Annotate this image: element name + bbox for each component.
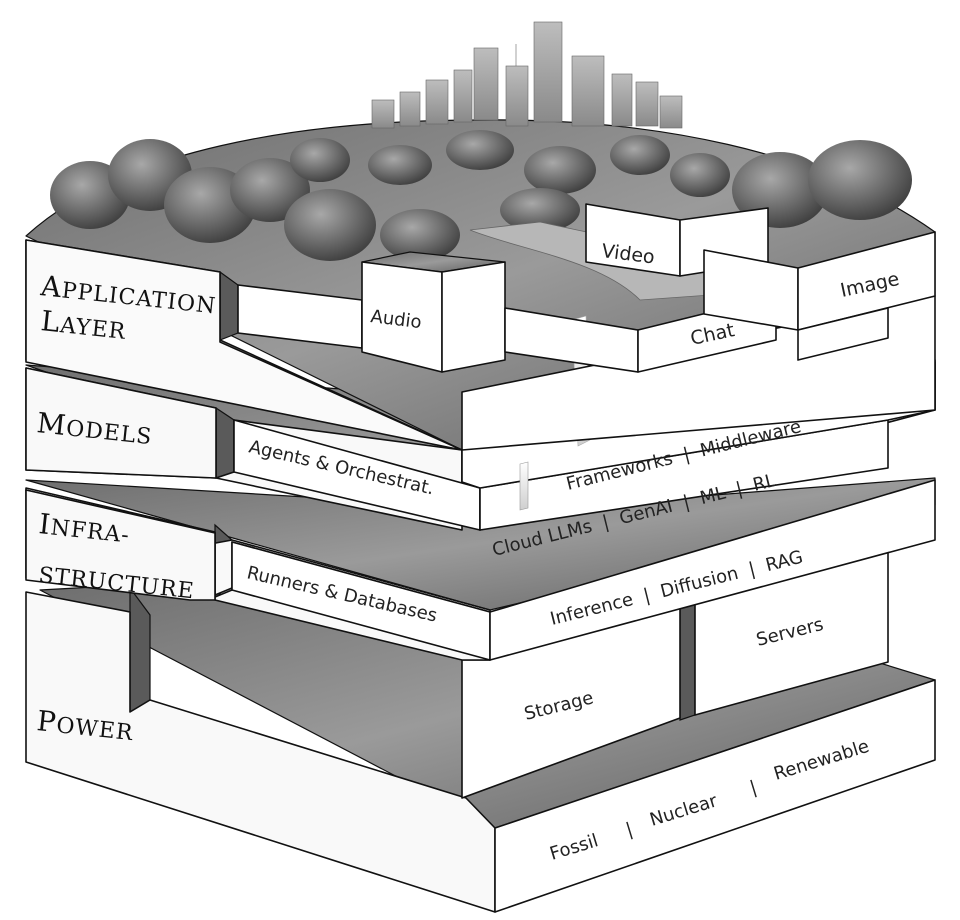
audio-box-side (442, 262, 505, 372)
city-skyline (372, 22, 682, 128)
servers-gap (680, 600, 695, 720)
waterfall-lower (520, 462, 528, 510)
models-trench (216, 408, 234, 478)
